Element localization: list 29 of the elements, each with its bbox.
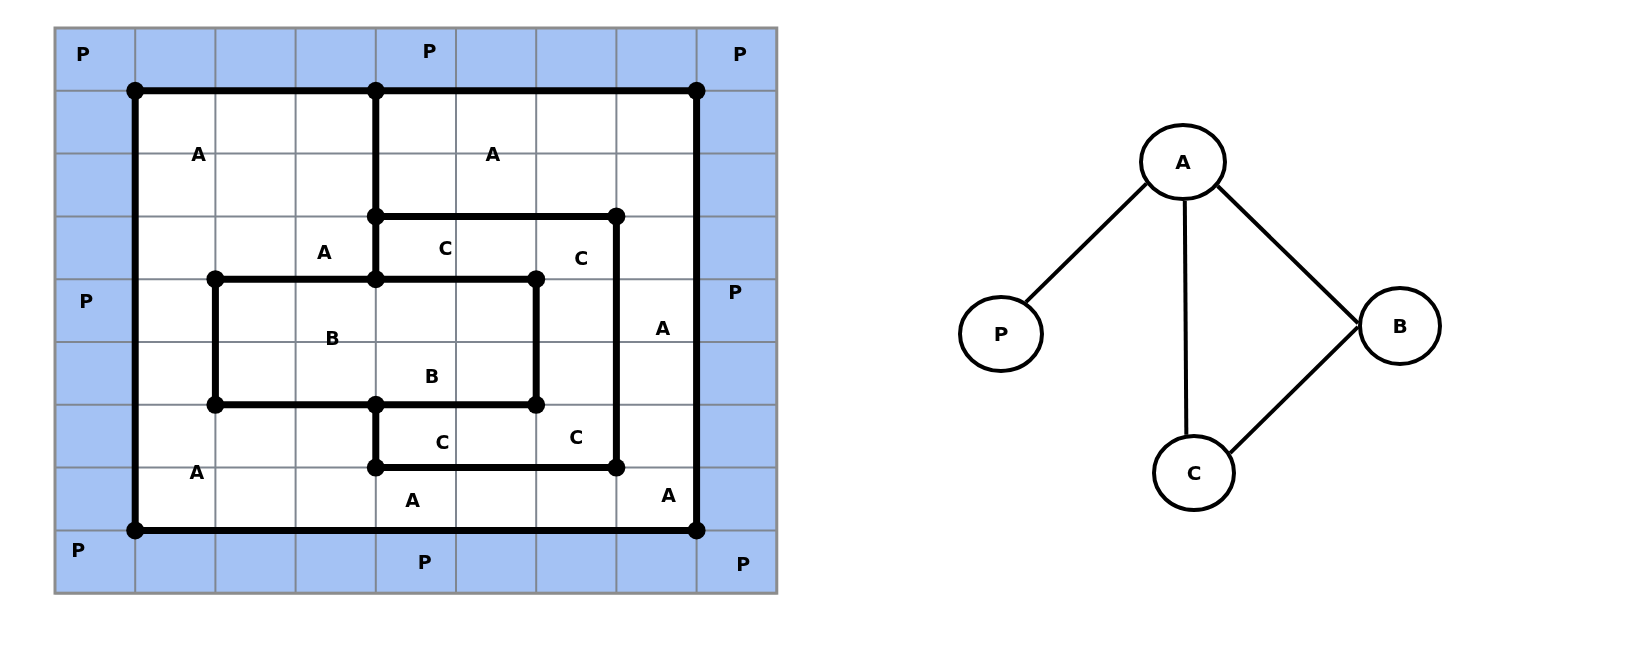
- region-label: A: [189, 462, 205, 482]
- region-label: P: [736, 554, 751, 574]
- region-label: A: [317, 242, 332, 262]
- edge-line: [1024, 182, 1148, 304]
- edge-line: [1182, 200, 1189, 435]
- region-label: A: [661, 485, 676, 505]
- region-label: P: [728, 282, 743, 302]
- region-label: B: [325, 328, 340, 348]
- region-label: P: [71, 540, 86, 560]
- region-label: P: [79, 291, 94, 311]
- region-label: C: [438, 238, 453, 258]
- graph-node: C: [1152, 434, 1236, 512]
- region-label: P: [76, 44, 91, 64]
- region-label: C: [574, 248, 589, 268]
- edge-line: [1228, 325, 1360, 455]
- region-label: P: [732, 44, 747, 64]
- region-label: A: [485, 144, 501, 164]
- region-label: P: [417, 552, 432, 572]
- edge-line: [1216, 184, 1360, 325]
- graph-node: B: [1358, 286, 1442, 366]
- graph-node: A: [1139, 123, 1227, 201]
- region-label: C: [435, 432, 450, 452]
- region-label: C: [569, 427, 584, 447]
- region-label: P: [422, 41, 437, 61]
- region-label: A: [405, 490, 421, 510]
- region-label: B: [424, 366, 440, 386]
- region-label: A: [191, 144, 206, 164]
- region-label: A: [655, 318, 671, 338]
- graph-node: P: [958, 295, 1044, 373]
